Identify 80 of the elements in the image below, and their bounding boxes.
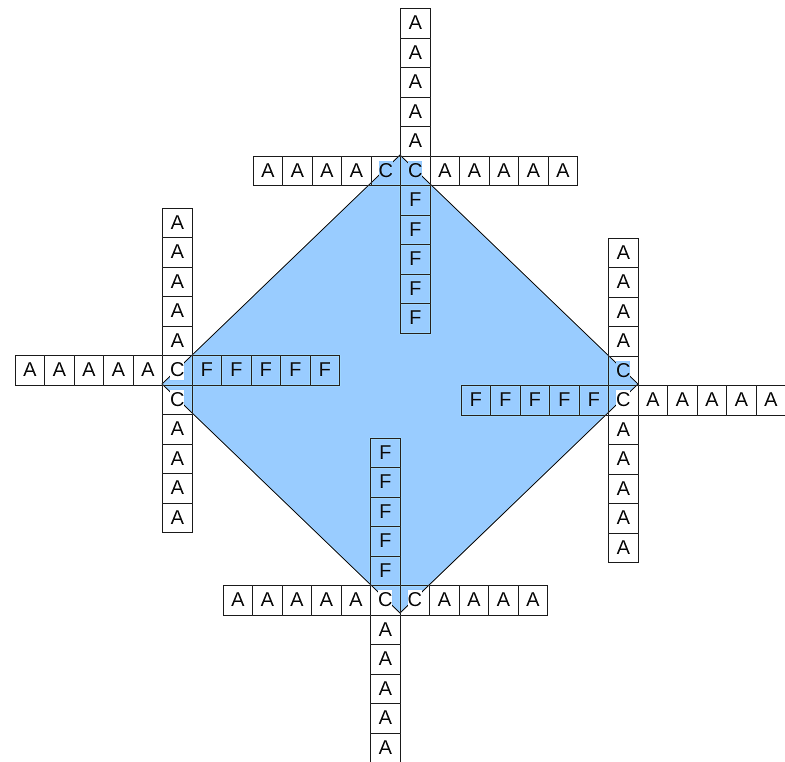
grid-cell: A xyxy=(370,703,400,734)
grid-cell: A xyxy=(340,585,371,616)
grid-cell: A xyxy=(429,585,460,616)
grid-cell: F xyxy=(520,385,550,416)
grid-cell: F xyxy=(250,355,281,386)
grid-cell: A xyxy=(341,156,372,186)
grid-cell: A xyxy=(608,296,638,327)
grid-cell: A xyxy=(518,585,548,616)
grid-cell: A xyxy=(311,585,342,616)
grid-cell: A xyxy=(282,156,312,186)
grid-cell: A xyxy=(103,355,134,386)
grid-cell: A xyxy=(252,585,282,616)
grid-cell: A xyxy=(162,266,192,297)
grid-cell: A xyxy=(756,385,785,416)
grid-cell: A xyxy=(430,156,460,186)
grid-cell: A xyxy=(638,385,668,416)
grid-cell: A xyxy=(162,502,192,533)
grid-cell: C xyxy=(608,356,638,386)
grid-cell: F xyxy=(400,185,430,216)
grid-cell: A xyxy=(608,414,638,445)
grid-cell: A xyxy=(162,208,192,238)
grid-cell: A xyxy=(370,732,400,762)
grid-cell: A xyxy=(162,473,192,504)
grid-cell: A xyxy=(548,156,578,186)
grid-cell: C xyxy=(400,585,430,616)
grid-cell: A xyxy=(162,237,192,268)
grid-cell: A xyxy=(222,585,253,616)
grid-cell: A xyxy=(370,614,400,645)
grid-cell: A xyxy=(608,474,638,504)
grid-cell: A xyxy=(162,444,192,474)
grid-cell: F xyxy=(192,355,222,386)
grid-cell: F xyxy=(280,355,310,386)
grid-cell: A xyxy=(488,585,518,616)
grid-cell: A xyxy=(488,156,519,186)
grid-cell: A xyxy=(608,326,638,356)
grid-cell: A xyxy=(518,156,548,186)
grid-cell: A xyxy=(162,414,192,444)
grid-cell: F xyxy=(400,274,430,304)
grid-cell: F xyxy=(370,467,400,498)
grid-cell: A xyxy=(400,8,430,38)
grid-cell: F xyxy=(400,244,430,274)
grid-cell: A xyxy=(370,674,400,704)
grid-cell: A xyxy=(132,355,163,386)
grid-cell: A xyxy=(458,585,489,616)
grid-cell: A xyxy=(162,326,192,356)
grid-cell: A xyxy=(608,267,638,298)
grid-cell: A xyxy=(608,238,638,268)
grid-cell: A xyxy=(44,355,74,386)
grid-cell: A xyxy=(667,385,698,416)
grid-cell: A xyxy=(312,156,342,186)
grid-cell: F xyxy=(578,385,609,416)
grid-cell: A xyxy=(400,67,430,98)
grid-cell: A xyxy=(400,96,430,127)
grid-cell: A xyxy=(370,644,400,674)
grid-cell: A xyxy=(726,385,756,416)
grid-cell: F xyxy=(370,438,400,468)
grid-cell: F xyxy=(549,385,580,416)
grid-cell: F xyxy=(490,385,520,416)
grid-cell: F xyxy=(310,355,340,386)
grid-cell: F xyxy=(221,355,252,386)
grid-cell: A xyxy=(162,296,192,326)
grid-cell: C xyxy=(162,384,192,415)
grid-cell: A xyxy=(74,355,104,386)
grid-cell: A xyxy=(459,156,490,186)
grid-cell: A xyxy=(252,156,283,186)
grid-cell: F xyxy=(400,214,430,245)
grid-cell: A xyxy=(608,444,638,474)
grid-cell: A xyxy=(608,503,638,534)
grid-cell: A xyxy=(282,585,312,616)
grid-cell: F xyxy=(370,496,400,527)
grid-cell: F xyxy=(370,556,400,586)
grid-cell: F xyxy=(460,385,491,416)
grid-cell: A xyxy=(400,38,430,68)
grid-cell: A xyxy=(608,532,638,563)
grid-cell: A xyxy=(14,355,45,386)
grid-cell: F xyxy=(370,526,400,556)
grid-cell: C xyxy=(370,156,401,186)
grid-cell: F xyxy=(400,303,430,334)
grid-cell: A xyxy=(696,385,727,416)
grid-cell: A xyxy=(400,126,430,156)
